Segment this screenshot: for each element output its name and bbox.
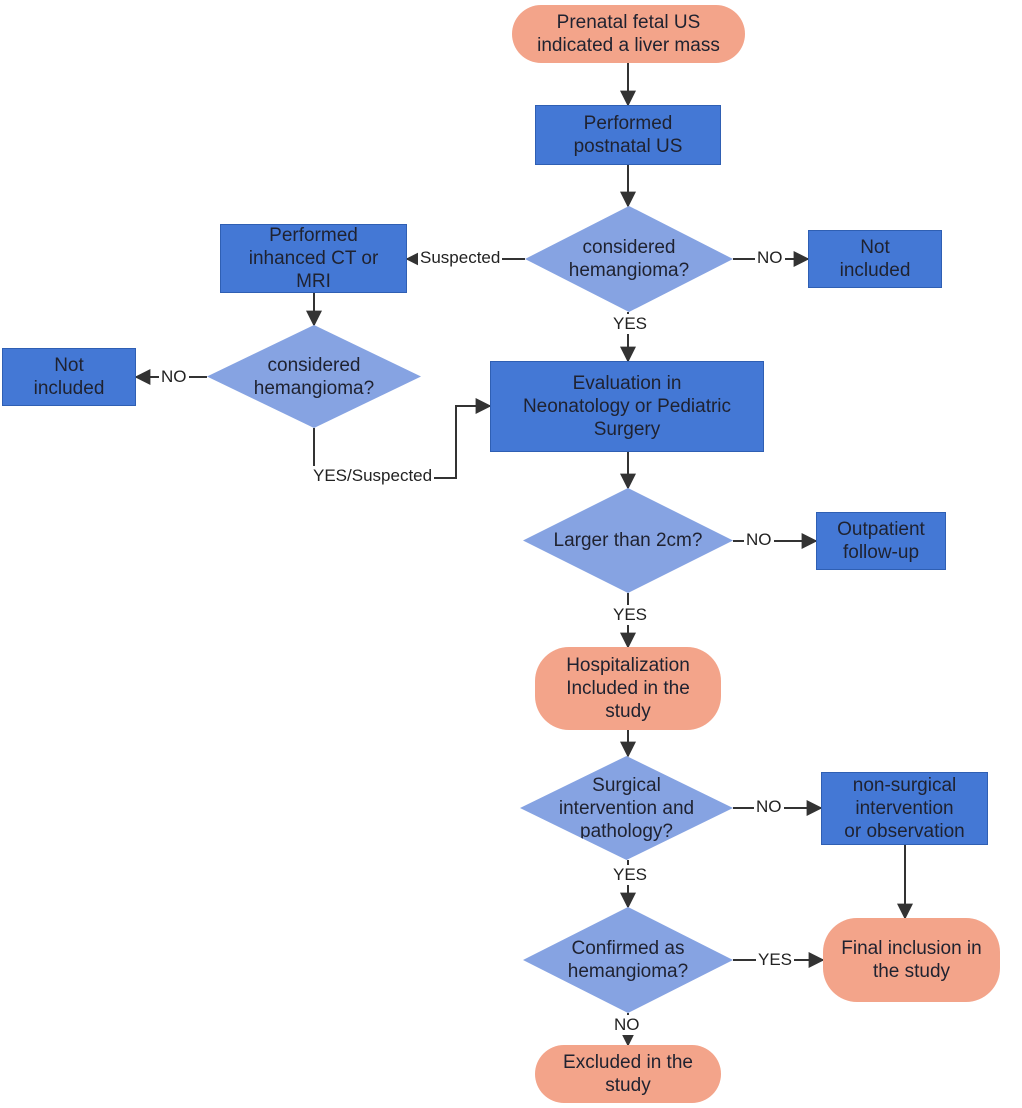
larger-than-2cm-label: Larger than 2cm?	[553, 530, 703, 551]
edge-label-no-4: NO	[754, 797, 784, 817]
edge-label-no-2: NO	[159, 367, 189, 387]
final-inclusion-label: Final inclusion in the study	[841, 938, 982, 982]
edge-label-yes-2: YES	[611, 605, 650, 625]
outpatient-box: Outpatient follow-up	[816, 512, 946, 570]
start-node-label: Prenatal fetal US indicated a liver mass	[537, 12, 720, 56]
evaluation-label: Evaluation in Neonatology or Pediatric S…	[522, 373, 732, 440]
start-node: Prenatal fetal US indicated a liver mass	[512, 5, 745, 63]
non-surgical-label: non-surgical intervention or observation	[844, 775, 965, 842]
non-surgical-box: non-surgical intervention or observation	[821, 772, 988, 845]
evaluation-box: Evaluation in Neonatology or Pediatric S…	[490, 361, 764, 452]
edge-label-yes-suspected: YES/Suspected	[311, 466, 435, 486]
edge-label-yes-1: YES	[611, 314, 650, 334]
not-included-left-label: Not included	[33, 355, 105, 399]
hemangioma-decision-1: considered hemangioma?	[525, 206, 733, 312]
confirmed-decision-label: Confirmed as hemangioma?	[567, 938, 689, 982]
postnatal-us-box: Performed postnatal US	[535, 105, 721, 165]
surgical-decision-label: Surgical intervention and pathology?	[558, 774, 695, 842]
outpatient-label: Outpatient follow-up	[837, 519, 925, 563]
edge-label-yes-4: YES	[756, 950, 795, 970]
edge-decision2-to-evaluation	[313, 398, 492, 479]
hospitalization-label: Hospitalization Included in the study	[566, 655, 690, 722]
ct-mri-label: Performed inhanced CT or MRI	[248, 225, 379, 292]
edge-label-yes-3: YES	[611, 865, 650, 885]
not-included-right-box: Not included	[808, 230, 942, 288]
edge-label-no-5: NO	[612, 1015, 642, 1035]
final-inclusion-node: Final inclusion in the study	[823, 918, 1000, 1002]
ct-mri-box: Performed inhanced CT or MRI	[220, 224, 407, 293]
edge-label-suspected: Suspected	[418, 248, 503, 268]
hemangioma-decision-1-label: considered hemangioma?	[568, 237, 690, 281]
edge-label-no-3: NO	[744, 530, 774, 550]
hospitalization-node: Hospitalization Included in the study	[535, 647, 721, 730]
hemangioma-decision-2-label: considered hemangioma?	[253, 354, 375, 399]
postnatal-us-label: Performed postnatal US	[573, 113, 683, 157]
not-included-right-label: Not included	[839, 237, 911, 281]
edge-label-no-1: NO	[755, 248, 785, 268]
excluded-node: Excluded in the study	[535, 1045, 721, 1103]
not-included-left-box: Not included	[2, 348, 136, 406]
excluded-label: Excluded in the study	[563, 1052, 693, 1096]
